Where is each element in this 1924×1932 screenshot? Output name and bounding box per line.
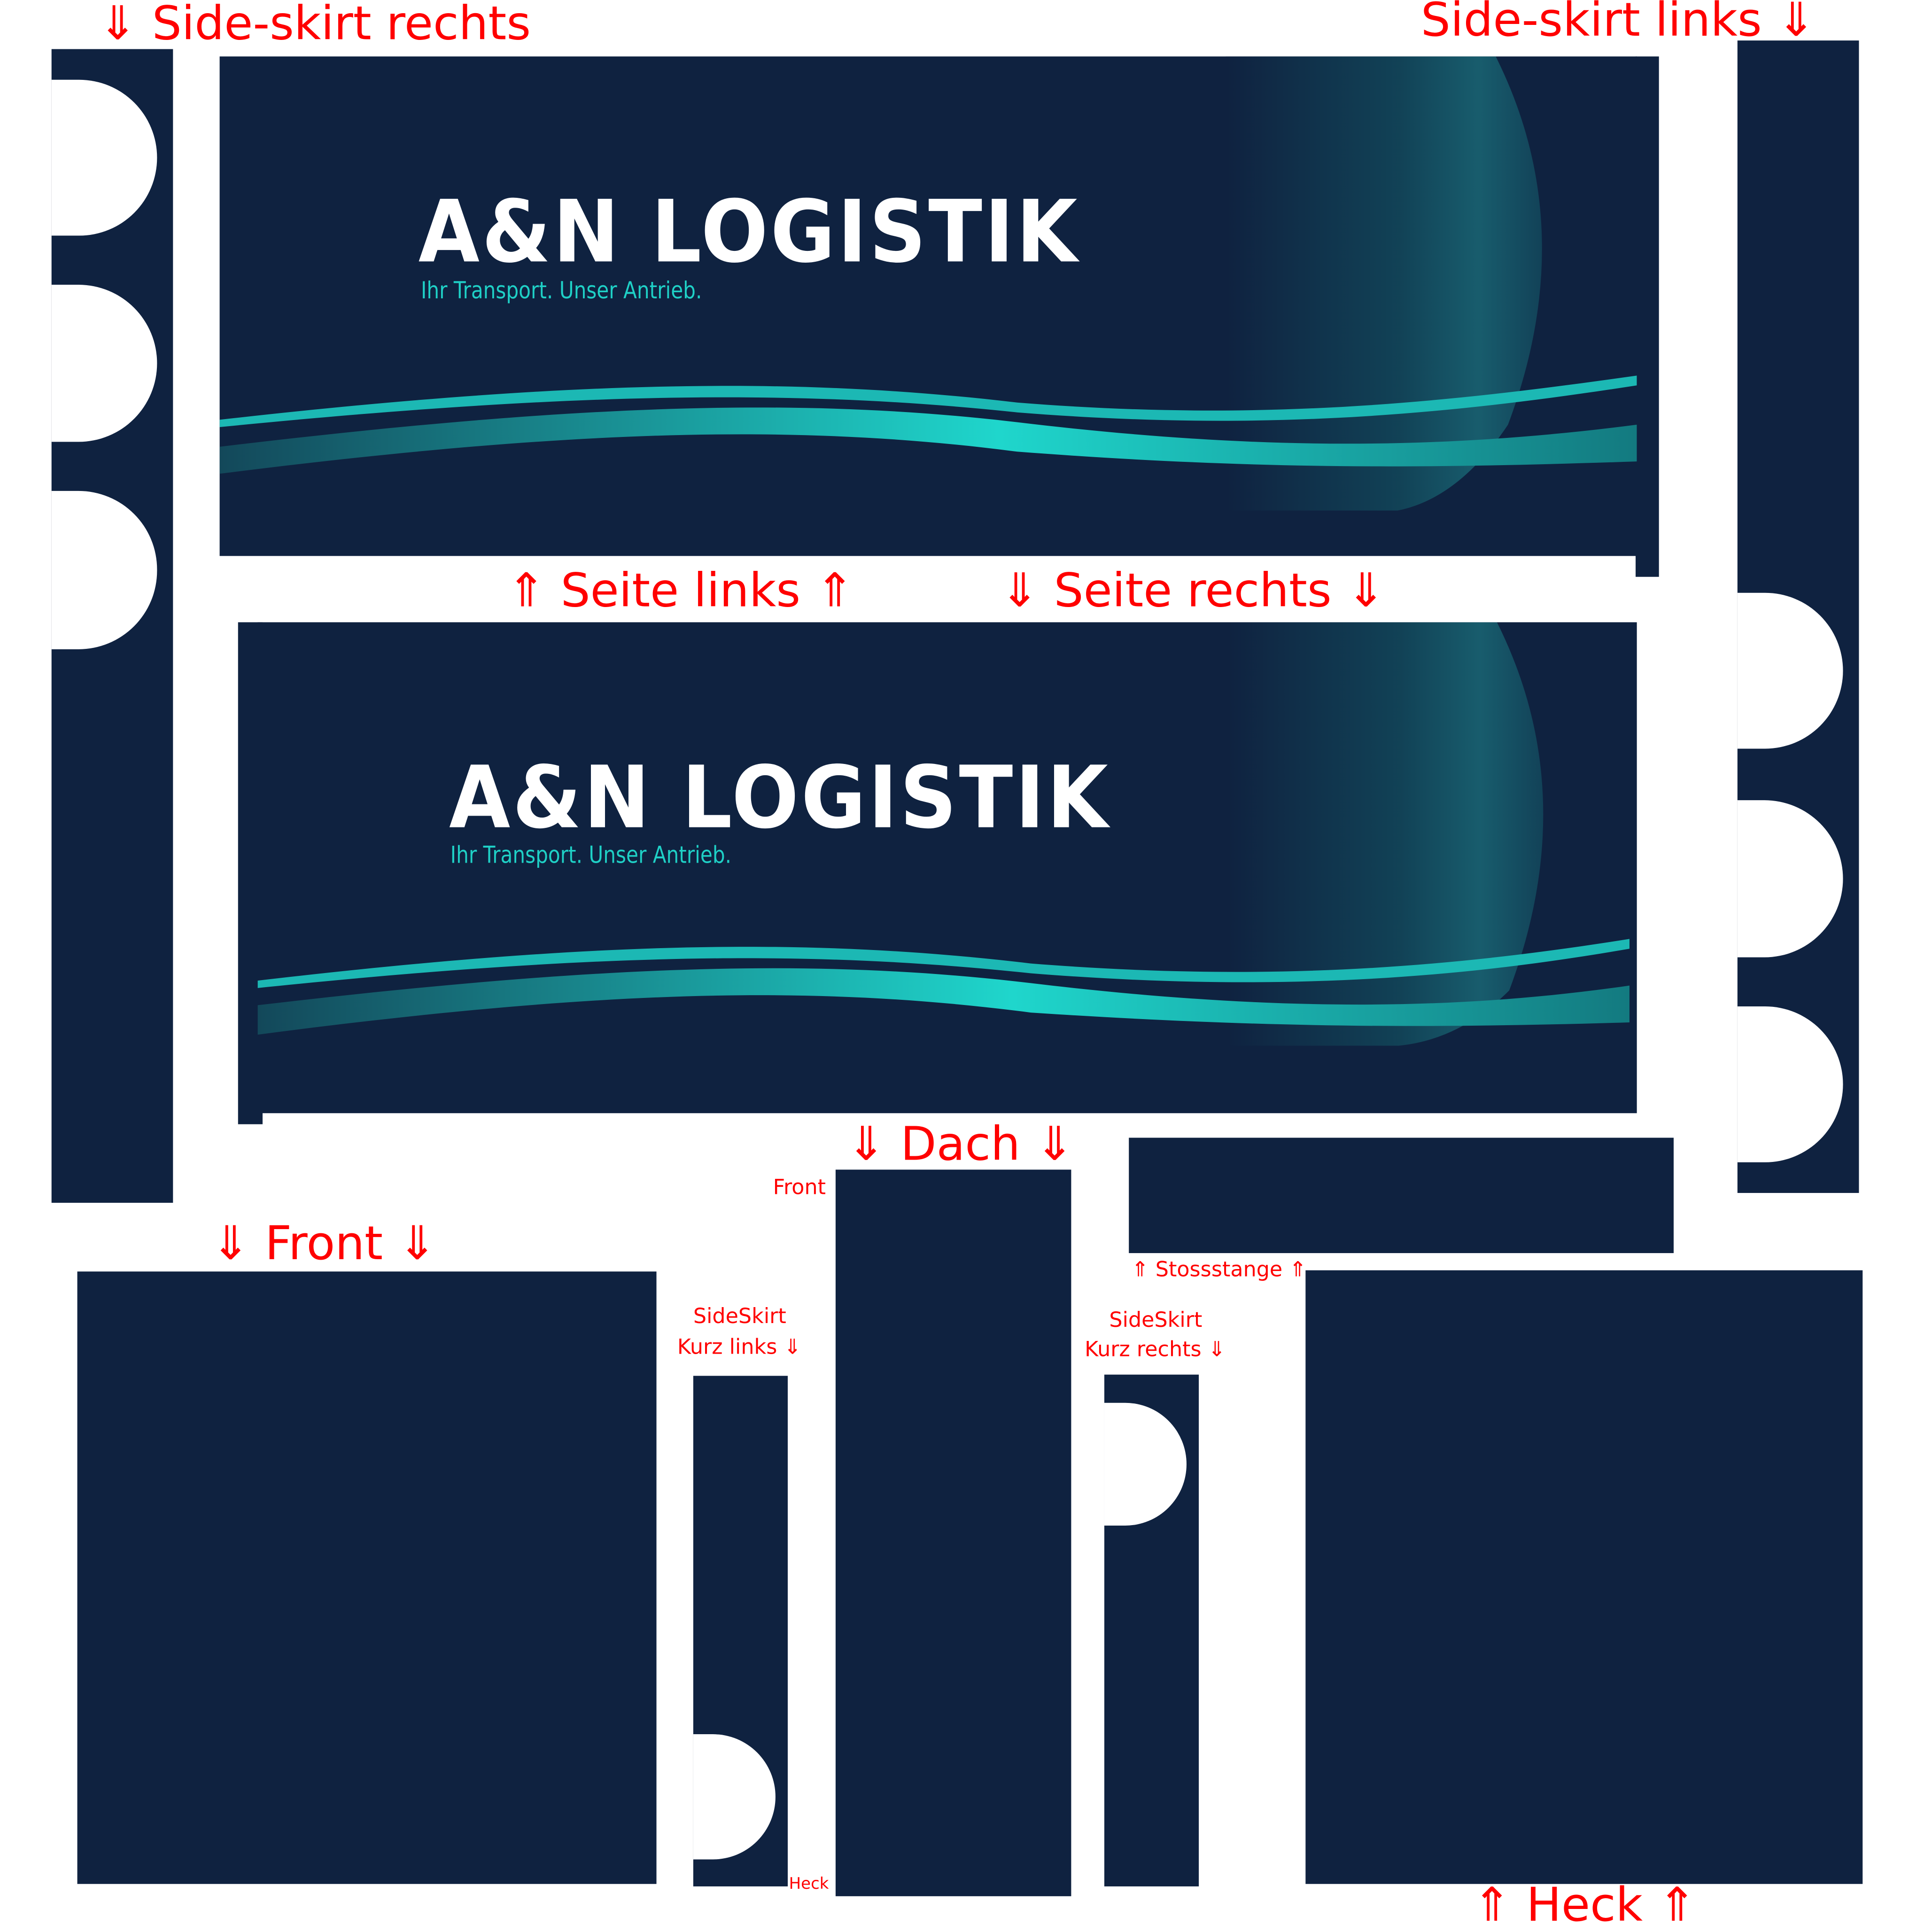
wheel-arch-cutout (1737, 1006, 1843, 1162)
seite-links-panel: A&N LOGISTIK Ihr Transport. Unser Antrie… (219, 56, 1637, 556)
wave-graphic (219, 56, 1637, 511)
label-side-skirt-links: Side-skirt links ⇓ (1420, 0, 1816, 47)
label-heck: ⇑ Heck ⇑ (1472, 1877, 1697, 1932)
label-dach: ⇓ Dach ⇓ (846, 1117, 1074, 1171)
wheel-arch-cutout (1737, 592, 1843, 749)
company-slogan: Ihr Transport. Unser Antrieb. (450, 841, 732, 869)
side-skirt-rechts-panel (51, 49, 173, 1203)
label-seite-rechts: ⇓ Seite rechts ⇓ (1000, 563, 1386, 617)
wheel-arch-cutout (51, 79, 157, 236)
label-side-skirt-rechts: ⇓ Side-skirt rechts (98, 0, 531, 51)
side-skirt-links-panel (1737, 40, 1859, 1193)
heck-panel (1305, 1270, 1863, 1884)
label-sideskirt-kurz-rechts-2: Kurz rechts ⇓ (1085, 1338, 1226, 1363)
wave-graphic (257, 622, 1630, 1046)
seite-rechts-panel: A&N LOGISTIK Ihr Transport. Unser Antrie… (257, 622, 1637, 1114)
label-dach-front: Front (773, 1176, 826, 1200)
company-name: A&N LOGISTIK (449, 747, 1110, 849)
label-front: ⇓ Front ⇓ (211, 1216, 437, 1270)
label-sideskirt-kurz-links-2: Kurz links ⇓ (677, 1335, 801, 1360)
label-stossstange: ⇑ Stossstange ⇑ (1131, 1258, 1307, 1283)
company-name: A&N LOGISTIK (418, 181, 1080, 282)
wheel-arch-cutout (51, 285, 157, 442)
wheel-arch-cutout (51, 491, 157, 649)
panel-edge (1636, 56, 1659, 577)
dach-panel (835, 1169, 1071, 1896)
label-heck-small: Heck (789, 1875, 829, 1894)
front-panel (77, 1271, 657, 1884)
company-slogan: Ihr Transport. Unser Antrieb. (420, 277, 702, 304)
label-sideskirt-kurz-links: SideSkirt (693, 1304, 786, 1330)
wheel-arch-cutout (1104, 1402, 1187, 1526)
label-sideskirt-kurz-rechts: SideSkirt (1109, 1308, 1202, 1333)
sideskirt-kurz-links-panel (693, 1376, 788, 1886)
wheel-arch-cutout (1737, 800, 1843, 958)
label-seite-links: ⇑ Seite links ⇑ (506, 563, 854, 617)
sideskirt-kurz-rechts-panel (1104, 1374, 1199, 1886)
wheel-arch-cutout (693, 1734, 776, 1860)
stossstange-panel (1129, 1137, 1674, 1254)
